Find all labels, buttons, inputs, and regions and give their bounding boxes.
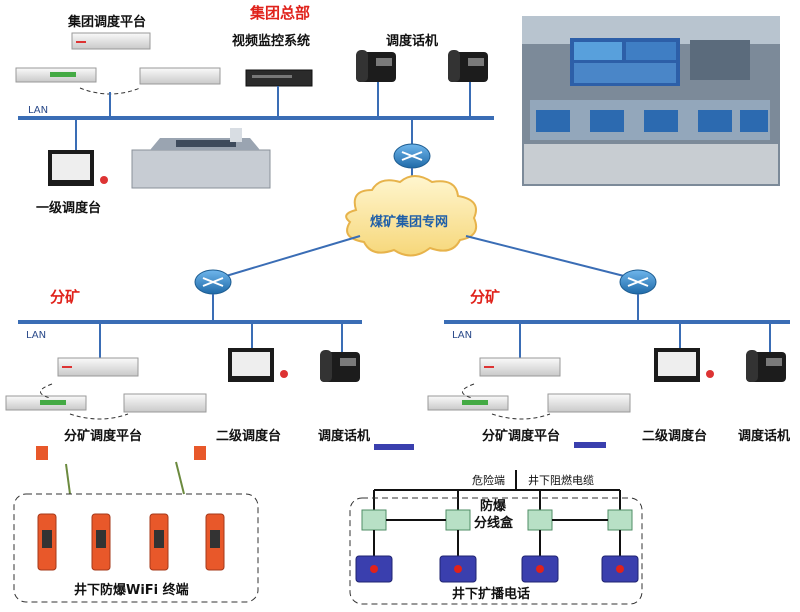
left-phone-label: 调度话机 — [318, 428, 370, 444]
cable-label: 井下阻燃电缆 — [528, 473, 594, 487]
group-dispatch-servers — [15, 32, 221, 95]
right-platform-servers — [427, 357, 631, 420]
network-cloud — [345, 175, 478, 257]
amplifier-fragment-icon-2 — [574, 442, 606, 448]
first-level-console-label: 一级调度台 — [36, 200, 101, 216]
left-router-icon — [194, 269, 232, 295]
network-label: 煤矿集团专网 — [370, 214, 448, 230]
junction-box-label-line1: 防爆 — [480, 498, 507, 514]
right-platform-label: 分矿调度平台 — [482, 428, 560, 444]
video-system-label: 视频监控系统 — [232, 33, 310, 49]
left-phone-icon — [320, 350, 360, 382]
left-console-icon — [228, 348, 288, 382]
hq-phone-icon-2 — [448, 50, 488, 82]
right-lan-label: LAN — [452, 330, 472, 341]
broadcast-phone-icons — [355, 555, 639, 583]
junction-box-label-line2: 分线盒 — [474, 515, 514, 531]
left-platform-servers — [5, 357, 207, 420]
broadcast-phone-group — [349, 497, 643, 605]
wifi-access-point-icon — [36, 446, 206, 495]
broadcast-phone-label: 井下扩播电话 — [452, 586, 530, 602]
dispatch-room-photo — [522, 16, 780, 186]
hq-router-icon — [393, 143, 431, 169]
first-level-console-icon — [48, 150, 108, 186]
right-console-icon — [654, 348, 714, 382]
amplifier-fragment-icon — [374, 444, 414, 450]
hq-lan-label: LAN — [28, 105, 48, 116]
right-router-icon — [619, 269, 657, 295]
headquarters-title: 集团总部 — [249, 4, 310, 22]
right-phone-icon — [746, 350, 786, 382]
right-console-label: 二级调度台 — [642, 428, 707, 444]
wifi-terminal-group — [13, 493, 259, 603]
wifi-terminal-icons — [37, 513, 225, 571]
hq-phone-label: 调度话机 — [386, 33, 438, 49]
left-platform-label: 分矿调度平台 — [64, 428, 142, 444]
wifi-terminal-label: 井下防爆WiFi 终端 — [74, 582, 189, 598]
danger-side-label: 危险端 — [472, 473, 505, 487]
left-lan-label: LAN — [26, 330, 46, 341]
control-desk-icon — [131, 128, 271, 189]
right-phone-label: 调度话机 — [738, 428, 790, 444]
right-branch-title: 分矿 — [470, 288, 500, 306]
left-branch-title: 分矿 — [50, 288, 80, 306]
left-console-label: 二级调度台 — [216, 428, 281, 444]
junction-box-icons — [361, 509, 633, 531]
group-dispatch-platform-label: 集团调度平台 — [67, 14, 146, 30]
hq-phone-icon — [356, 50, 396, 82]
